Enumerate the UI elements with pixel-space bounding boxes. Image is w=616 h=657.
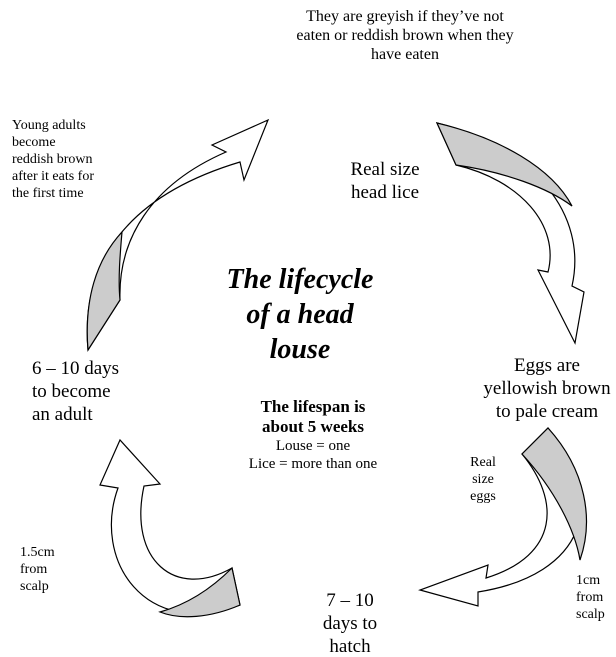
young-adults-line-3: reddish brown [12,152,93,167]
arrow-adult-shade [158,566,241,618]
young-adults-line-2: become [12,135,56,150]
lifespan-note-1: Louse = one [275,438,351,454]
arrow-eggs [435,122,585,345]
arrow-young-adults [86,118,270,352]
title-line-3: louse [269,334,331,365]
arrow-young-adults-shade [86,230,123,352]
hatch-time-line-2: days to [322,613,378,634]
arrow-hatch [418,427,588,607]
title-line-2: of a head [246,299,354,330]
lifespan-note-2: Lice = more than one [248,456,378,472]
hatch-time-line-3: hatch [329,636,371,657]
adult-time-label: 6 – 10 days to become an adult [32,357,162,426]
adult-colour-label: They are greyish if they’ve not eaten or… [240,7,570,64]
real-size-lice-label: Real size head lice [325,158,445,204]
lifespan-heading-1: The lifespan is [260,397,366,416]
adult-colour-line-3: have eaten [371,46,439,63]
young-adults-line-5: the first time [12,186,84,201]
title-line-1: The lifecycle [226,264,374,295]
adult-time-line-1: 6 – 10 days [32,358,120,379]
nymph-distance-label: 1.5cm from scalp [20,544,80,595]
young-adults-line-4: after it eats for [12,169,95,184]
arrow-hatch-shade [521,427,588,561]
nymph-distance-line-3: scalp [20,579,49,594]
arrow-adult-body [99,438,241,615]
real-size-eggs-line-1: Real [470,455,496,470]
arrow-eggs-shade [435,122,573,207]
nymph-distance-line-1: 1.5cm [20,545,55,560]
lifespan-block: The lifespan is about 5 weeks Louse = on… [228,397,398,473]
adult-time-line-3: an adult [32,404,93,425]
real-size-eggs-line-2: size [472,472,494,487]
egg-distance-label: 1cm from scalp [576,572,616,623]
real-size-eggs-line-3: eggs [470,489,496,504]
young-adults-label: Young adults become reddish brown after … [12,117,132,202]
arrow-adult [99,438,241,618]
lifespan-heading-2: about 5 weeks [261,417,364,436]
egg-distance-line-3: scalp [576,607,605,622]
diagram-title: The lifecycle of a head louse [200,262,400,367]
real-size-lice-line-1: Real size [350,159,420,180]
eggs-colour-line-1: Eggs are [514,355,580,376]
real-size-eggs-label: Real size eggs [458,454,508,505]
hatch-time-label: 7 – 10 days to hatch [300,589,400,657]
egg-distance-line-2: from [576,590,604,605]
young-adults-line-1: Young adults [12,118,86,133]
adult-colour-line-2: eaten or reddish brown when they [296,27,514,44]
nymph-distance-line-2: from [20,562,48,577]
eggs-colour-line-3: to pale cream [495,401,599,422]
eggs-colour-line-2: yellowish brown [483,378,611,399]
eggs-colour-label: Eggs are yellowish brown to pale cream [478,354,616,423]
egg-distance-line-1: 1cm [576,573,601,588]
hatch-time-line-1: 7 – 10 [326,590,374,611]
adult-time-line-2: to become [32,381,111,402]
adult-colour-line-1: They are greyish if they’ve not [306,8,504,25]
real-size-lice-line-2: head lice [350,182,420,203]
